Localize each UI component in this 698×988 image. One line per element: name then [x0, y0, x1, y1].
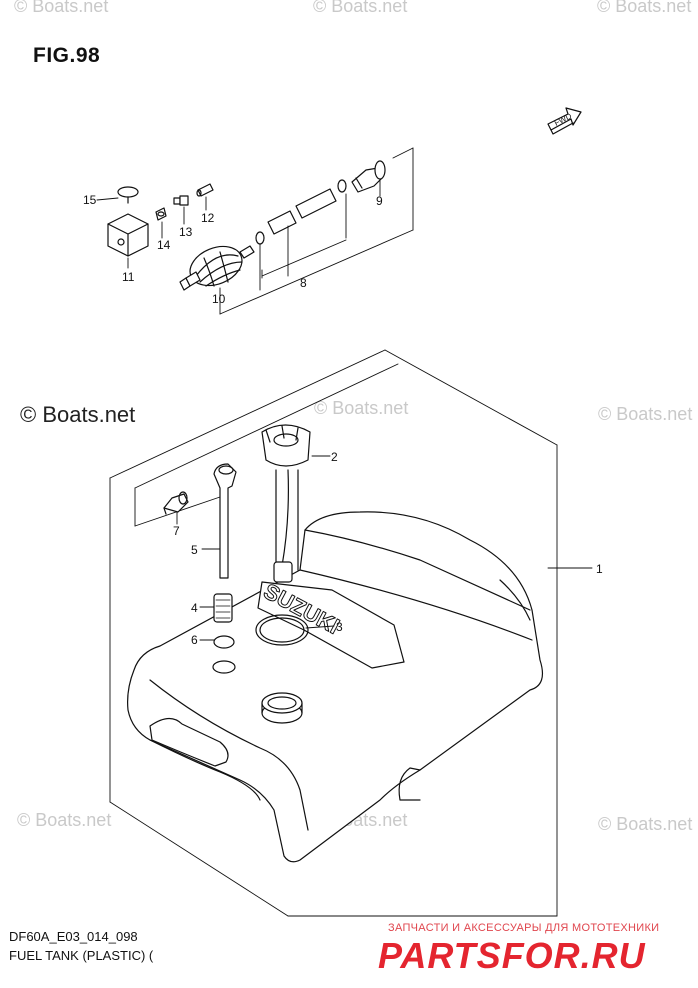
callout-15: 15: [83, 193, 97, 207]
callout-3: 3: [336, 620, 343, 634]
cap-icon: [117, 186, 139, 204]
watermark: © Boats.net: [313, 0, 408, 16]
fwd-arrow-icon: [547, 107, 582, 135]
fitting-icon: [163, 491, 189, 515]
callout-14: 14: [157, 238, 171, 252]
clip-icon: [155, 207, 167, 221]
fuel-tank-icon: [127, 511, 543, 863]
callout-2: 2: [331, 450, 338, 464]
callout-4: 4: [191, 601, 198, 615]
hose-clamp-icon: [255, 179, 347, 245]
nipple-icon: [196, 183, 214, 197]
figure-title: FIG.98: [33, 44, 101, 67]
primer-bulb-icon: [179, 245, 255, 291]
connector-block-icon: [107, 213, 149, 257]
pickup-tube-icon: [213, 463, 237, 579]
watermark: © Boats.net: [597, 0, 692, 16]
hose-icon: [267, 188, 337, 235]
valve-icon: [173, 195, 189, 206]
watermark: © Boats.net: [314, 398, 409, 418]
advert-tagline: ЗАПЧАСТИ И АКСЕССУАРЫ ДЛЯ МОТОТЕХНИКИ: [388, 922, 660, 934]
callout-13: 13: [179, 225, 193, 239]
callout-8: 8: [300, 276, 307, 290]
callout-12: 12: [201, 211, 215, 225]
hose-bracket-lines: [134, 147, 414, 527]
o-ring-icon: [213, 635, 235, 649]
callout-7: 7: [173, 524, 180, 538]
callout-5: 5: [191, 543, 198, 557]
fuel-connector-icon: [351, 160, 386, 193]
callout-6: 6: [191, 633, 198, 647]
callout-10: 10: [212, 292, 226, 306]
figure-code: DF60A_E03_014_098: [9, 929, 138, 944]
gasket-ring-icon: [255, 614, 309, 646]
callout-11: 11: [122, 270, 135, 284]
fuel-gauge-icon: [261, 424, 311, 583]
watermark: © Boats.net: [17, 810, 112, 830]
figure-caption: FUEL TANK (PLASTIC) (: [9, 948, 154, 963]
watermark: © Boats.net: [598, 404, 693, 424]
advert-brand-logo[interactable]: PARTSFOR.RU: [378, 935, 646, 976]
watermark-primary: © Boats.net: [20, 402, 136, 427]
filter-icon: [213, 593, 233, 623]
tank-bracket-lines: [109, 349, 558, 917]
watermark: © Boats.net: [598, 814, 693, 834]
callout-9: 9: [376, 194, 383, 208]
callout-1: 1: [596, 562, 603, 576]
watermark: © Boats.net: [14, 0, 109, 16]
leader-lines: [96, 179, 593, 641]
